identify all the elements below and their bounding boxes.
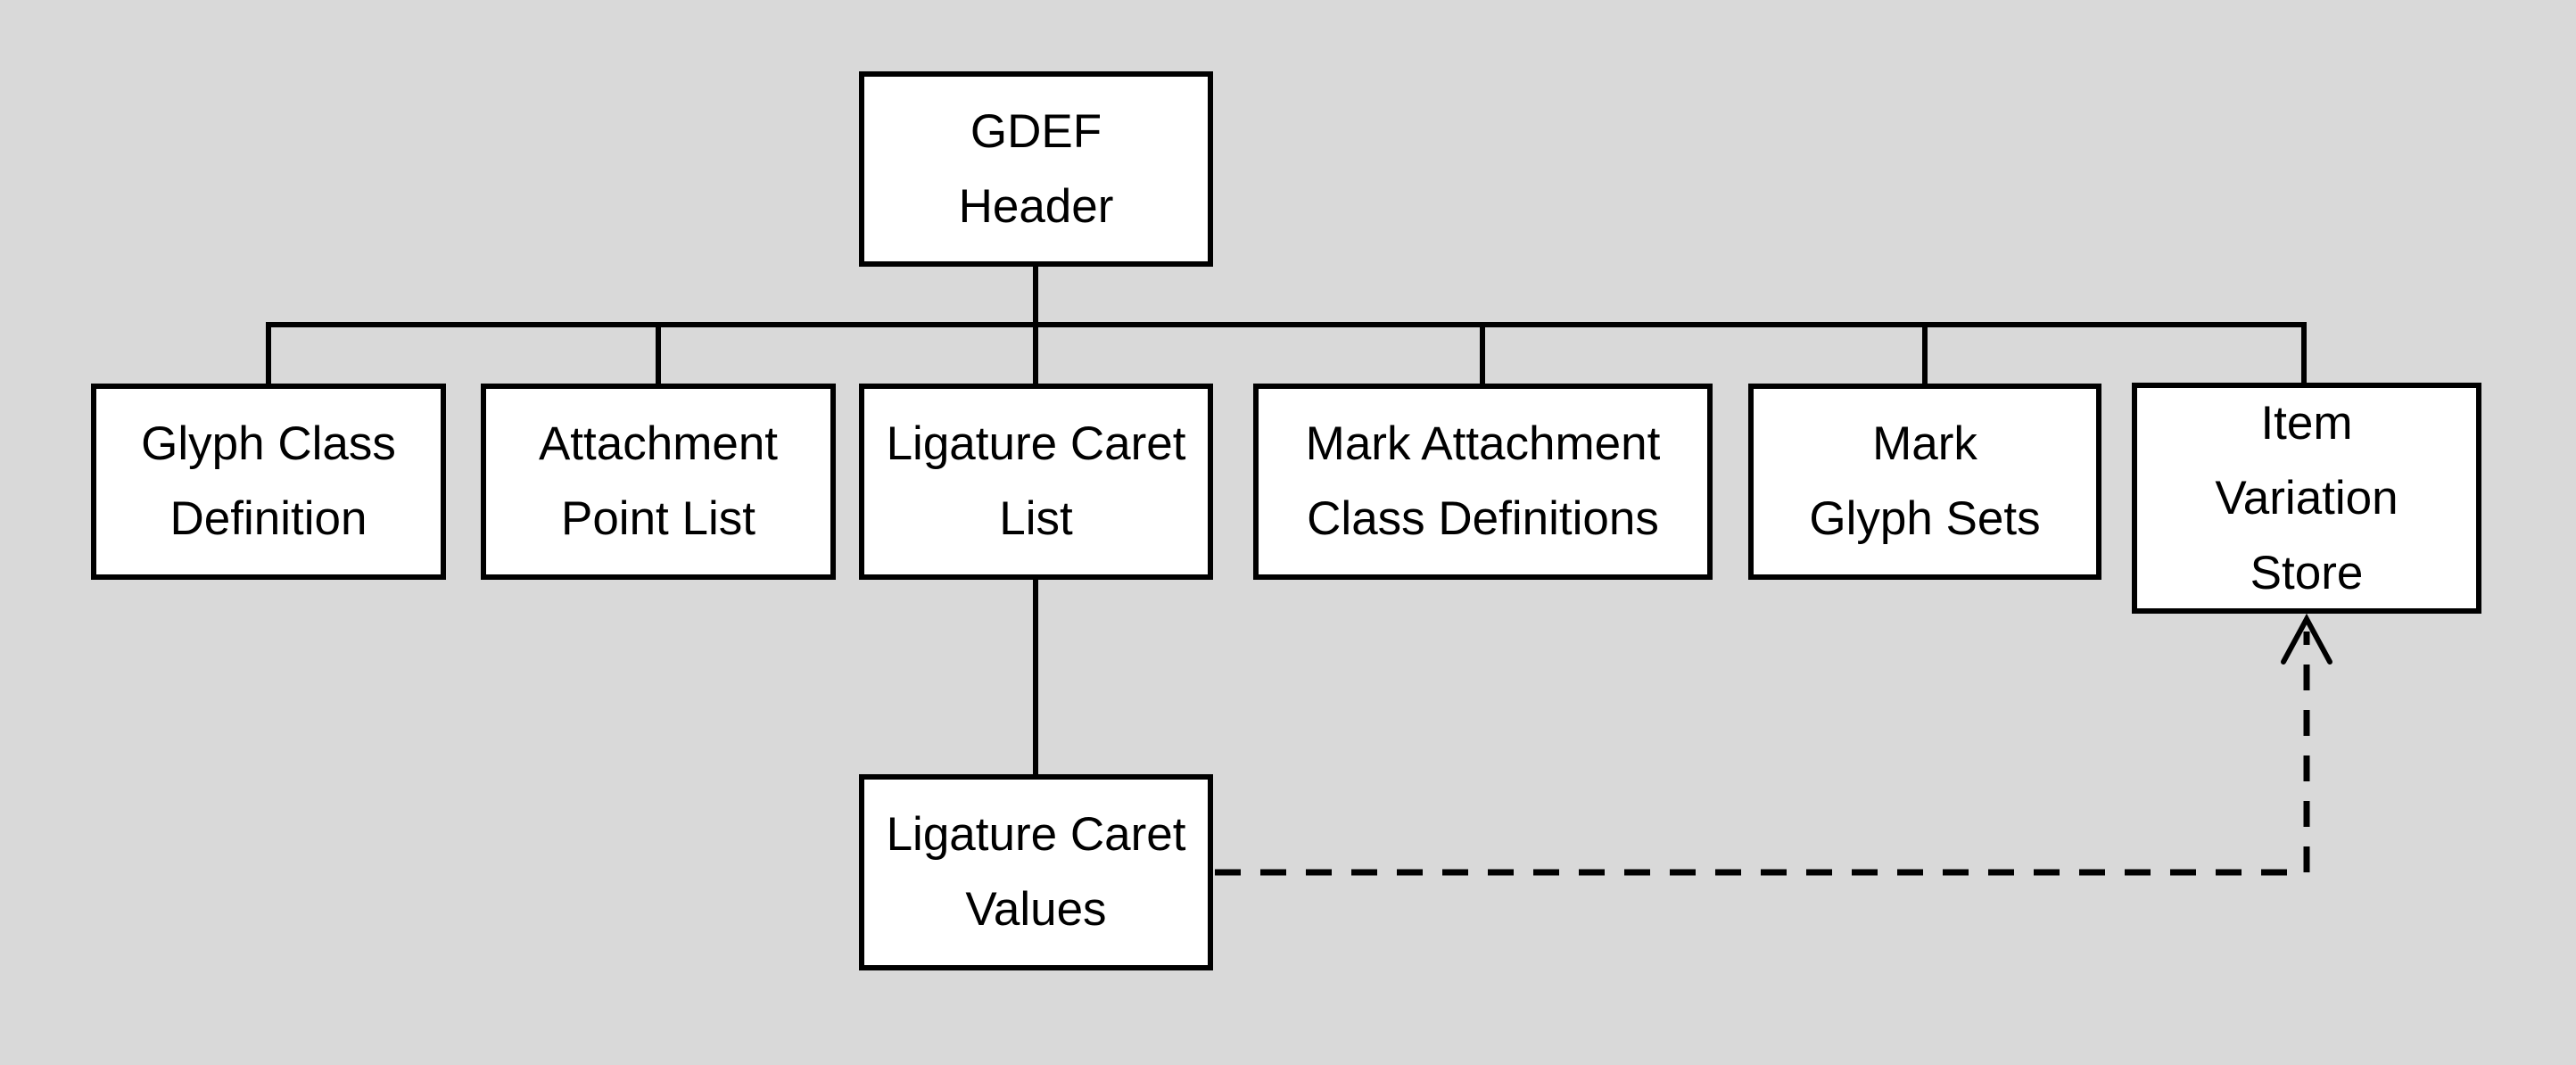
node-mark-attachment-class-definitions: Mark Attachment Class Definitions (1253, 384, 1713, 580)
node-attachment-point-list: Attachment Point List (481, 384, 836, 580)
node-ligature-caret-list: Ligature Caret List (859, 384, 1213, 580)
node-mark-glyph-sets: Mark Glyph Sets (1748, 384, 2101, 580)
open-arrowhead-icon (2281, 613, 2332, 665)
node-gdef-header: GDEF Header (859, 71, 1213, 267)
node-item-variation-store: Item Variation Store (2132, 383, 2481, 614)
node-glyph-class-definition: Glyph Class Definition (91, 384, 446, 580)
node-ligature-caret-values: Ligature Caret Values (859, 774, 1213, 970)
